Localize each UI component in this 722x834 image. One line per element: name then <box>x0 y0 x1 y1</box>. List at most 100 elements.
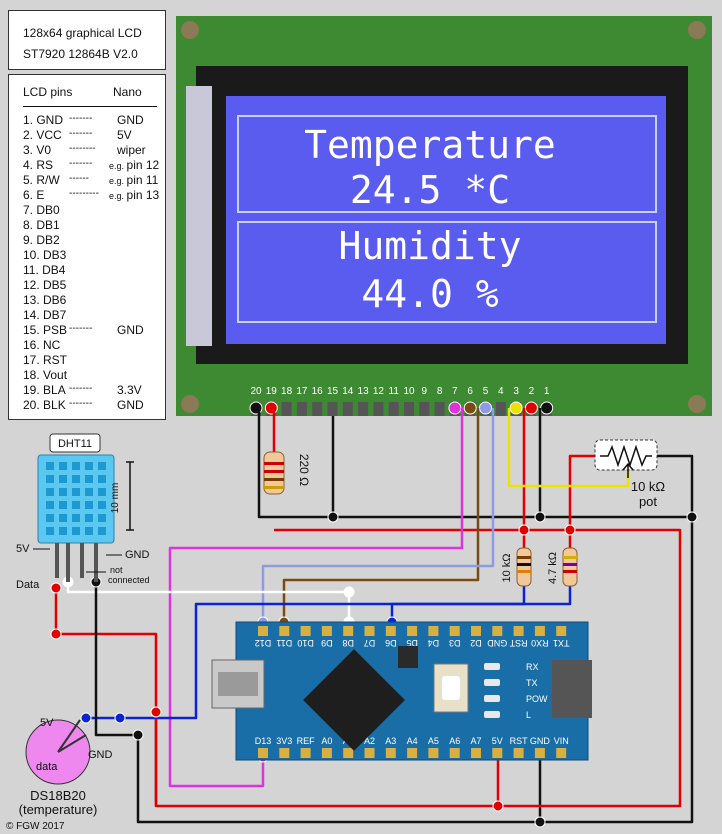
dht11-vents <box>46 462 106 535</box>
ds18b20-gnd-label: GND <box>88 749 113 761</box>
pin-lcd: 19. BLA <box>23 383 66 397</box>
header-pin-label: 18 <box>281 386 293 397</box>
pin-row: 7. DB0 <box>23 203 163 217</box>
vent <box>85 501 93 509</box>
nano-top-pin <box>407 626 418 636</box>
ds18b20-5v-label: 5V <box>40 717 54 729</box>
header-pin-dot <box>264 401 278 415</box>
header-pin-label: 19 <box>266 386 278 397</box>
resistor-10k-label: 10 kΩ <box>501 553 513 582</box>
lcd-temp-value: 24.5 *C <box>350 168 510 212</box>
band-2 <box>264 470 284 473</box>
header-pin <box>434 402 445 416</box>
header-pin-label: 9 <box>422 386 428 397</box>
usb-port <box>218 672 258 696</box>
dht11-nc-label-2: connected <box>108 575 150 585</box>
band-2 <box>563 563 577 566</box>
pin-lcd: 20. BLK <box>23 398 66 412</box>
ds18b20-name: DS18B20 <box>30 788 86 803</box>
header-pin <box>373 402 384 416</box>
pin-row: 9. DB2 <box>23 233 163 247</box>
nano-top-pin-label: RX0 <box>531 638 549 648</box>
nano-bottom-pin <box>364 748 375 758</box>
pin-lcd: 11. DB4 <box>23 263 66 277</box>
wire-dht-data <box>66 582 351 622</box>
header-pin <box>296 402 307 416</box>
vent <box>98 475 106 483</box>
pin-row: 14. DB7 <box>23 308 163 322</box>
pin-nano: GND <box>117 113 144 127</box>
vent <box>85 475 93 483</box>
dht11-scale-label: 10 mm <box>110 483 121 514</box>
pin-nano-cell: GND <box>117 398 144 412</box>
dht11-title-box <box>49 433 101 453</box>
nano-top-pin <box>364 626 375 636</box>
header-pin <box>419 402 430 416</box>
wire-junctions <box>50 511 698 828</box>
pin-lcd: 8. DB1 <box>23 218 60 232</box>
header-pin-label: 17 <box>296 386 308 397</box>
header-pin <box>495 402 506 416</box>
pin-lcd: 3. V0 <box>23 143 52 157</box>
ds18b20-data-label: data <box>36 761 58 773</box>
pot-symbol <box>600 444 652 468</box>
pin-lcd: 10. DB3 <box>23 248 67 262</box>
pin-nano-cell: GND <box>117 113 144 127</box>
pin-row: 11. DB4 <box>23 263 163 277</box>
vent <box>85 514 93 522</box>
pin-nano-cell: 5V <box>117 128 132 142</box>
nano-bottom-pin-label: A0 <box>321 736 332 746</box>
header-pin <box>358 402 369 416</box>
vent <box>72 527 80 535</box>
lcd-frame-bottom <box>237 221 657 323</box>
lcd-hum-value: 44.0 % <box>361 272 498 316</box>
copyright: © FGW 2017 <box>6 821 65 832</box>
pin-nano: pin 12 <box>126 158 160 172</box>
nano-bottom-pin-label: A6 <box>449 736 460 746</box>
junction-dot <box>534 511 546 523</box>
nano-top-pin-label: D8 <box>342 638 354 648</box>
nano-bottom-pin <box>300 748 311 758</box>
nano-bottom-pin <box>428 748 439 758</box>
arduino-nano-board <box>235 621 589 761</box>
nano-top-pin-label: D4 <box>428 638 440 648</box>
junction-dot <box>150 706 162 718</box>
nano-bottom-pin-label: REF <box>297 736 316 746</box>
lcd-screen <box>226 96 666 344</box>
vent <box>85 488 93 496</box>
dht11-nc-label-1: not <box>110 565 123 575</box>
pin-nano-cell: e.g. pin 13 <box>109 188 159 202</box>
nano-bottom-header: D133V3REFA0A1A2A3A4A5A6A75VRSTGNDVIN <box>255 736 569 758</box>
header-pin-label: 14 <box>342 386 354 397</box>
led-label: TX <box>526 678 538 688</box>
junction-dot <box>492 800 504 812</box>
reset-button-cap[interactable] <box>442 676 460 700</box>
pin-nano: 3.3V <box>117 383 142 397</box>
icsp-header <box>552 660 592 718</box>
header-pin-label: 12 <box>373 386 385 397</box>
vent <box>59 488 67 496</box>
pin-dash: ------- <box>69 113 93 124</box>
pin-row: 13. DB6 <box>23 293 163 307</box>
pin-lcd: 9. DB2 <box>23 233 60 247</box>
nano-top-pin-label: TX1 <box>553 638 570 648</box>
header-pin-dot <box>463 401 477 415</box>
lcd-frame-top <box>237 115 657 213</box>
mount-hole-tl <box>181 21 199 39</box>
nano-top-pin-label: D10 <box>297 638 314 648</box>
nano-top-pin <box>471 626 481 636</box>
pin-nano: pin 11 <box>126 173 159 187</box>
vent <box>46 462 54 470</box>
dht11-5v-label: 5V <box>16 543 30 555</box>
nano-top-pin <box>513 626 524 636</box>
resistor-10k <box>516 547 532 587</box>
header-pin <box>312 402 323 416</box>
pin-dash: ------ <box>69 173 89 184</box>
nano-bottom-pin-label: A4 <box>407 736 418 746</box>
led-label: POW <box>526 694 548 704</box>
pin-lcd: 1. GND <box>23 113 64 127</box>
header-pin-dot <box>540 401 554 415</box>
band-3 <box>563 570 577 573</box>
